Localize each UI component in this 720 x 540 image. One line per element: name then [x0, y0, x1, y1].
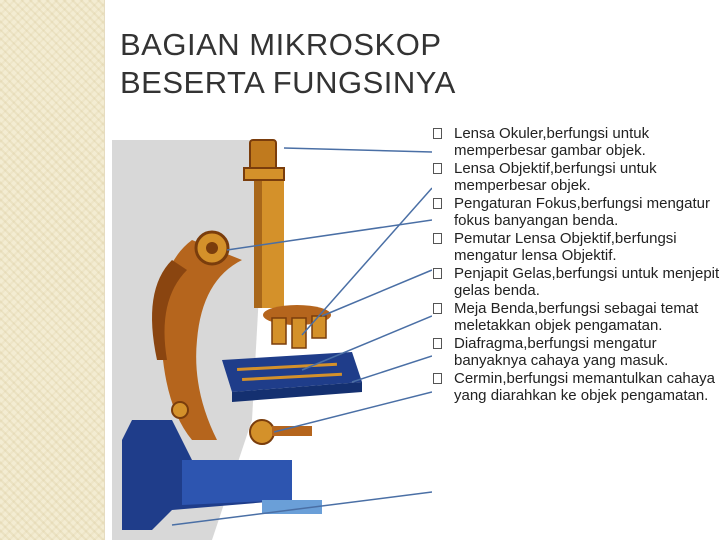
square-bullet-icon [433, 338, 442, 349]
square-bullet-icon [433, 268, 442, 279]
fine-focus-knob [172, 402, 188, 418]
square-bullet-icon [433, 373, 442, 384]
list-item: Pengaturan Fokus,berfungsi mengatur foku… [430, 195, 720, 229]
square-bullet-icon [433, 128, 442, 139]
objective-lens-3 [312, 316, 326, 338]
diaphragm-knob [250, 420, 274, 444]
divider-line [104, 0, 105, 540]
leader-line-6 [352, 356, 432, 382]
list-item: Pemutar Lensa Objektif,berfungsi mengatu… [430, 230, 720, 264]
leader-line-7 [274, 392, 432, 432]
list-item: Diafragma,berfungsi mengatur banyaknya c… [430, 335, 720, 369]
decorative-side-strip [0, 0, 104, 540]
square-bullet-icon [433, 303, 442, 314]
list-item: Lensa Objektif,berfungsi untuk memperbes… [430, 160, 720, 194]
focus-knob-center [206, 242, 218, 254]
list-item: Lensa Okuler,berfungsi untuk memperbesar… [430, 125, 720, 159]
part-description: Pengaturan Fokus,berfungsi mengatur foku… [454, 195, 720, 229]
list-item: Cermin,berfungsi memantulkan cahaya yang… [430, 370, 720, 404]
part-description: Lensa Okuler,berfungsi untuk memperbesar… [454, 125, 720, 159]
part-description: Meja Benda,berfungsi sebagai temat melet… [454, 300, 720, 334]
microscope-illustration [112, 120, 432, 540]
square-bullet-icon [433, 198, 442, 209]
leader-line-1 [284, 148, 432, 152]
eyepiece [250, 140, 276, 170]
part-description: Penjapit Gelas,berfungsi untuk menjepit … [454, 265, 720, 299]
slide-title: BAGIAN MIKROSKOP BESERTA FUNGSINYA [120, 26, 680, 102]
part-description: Lensa Objektif,berfungsi untuk memperbes… [454, 160, 720, 194]
objective-lens-1 [272, 318, 286, 344]
title-line-1: BAGIAN MIKROSKOP [120, 26, 680, 64]
eyepiece-collar [244, 168, 284, 180]
square-bullet-icon [433, 163, 442, 174]
body-tube-shade [254, 178, 262, 308]
part-description: Cermin,berfungsi memantulkan cahaya yang… [454, 370, 720, 404]
title-line-2: BESERTA FUNGSINYA [120, 64, 680, 102]
parts-list: Lensa Okuler,berfungsi untuk memperbesar… [430, 125, 720, 405]
list-item: Meja Benda,berfungsi sebagai temat melet… [430, 300, 720, 334]
square-bullet-icon [433, 233, 442, 244]
part-description: Pemutar Lensa Objektif,berfungsi mengatu… [454, 230, 720, 264]
part-description: Diafragma,berfungsi mengatur banyaknya c… [454, 335, 720, 369]
list-item: Penjapit Gelas,berfungsi untuk menjepit … [430, 265, 720, 299]
base-front [182, 460, 292, 505]
leader-line-2 [302, 188, 432, 335]
